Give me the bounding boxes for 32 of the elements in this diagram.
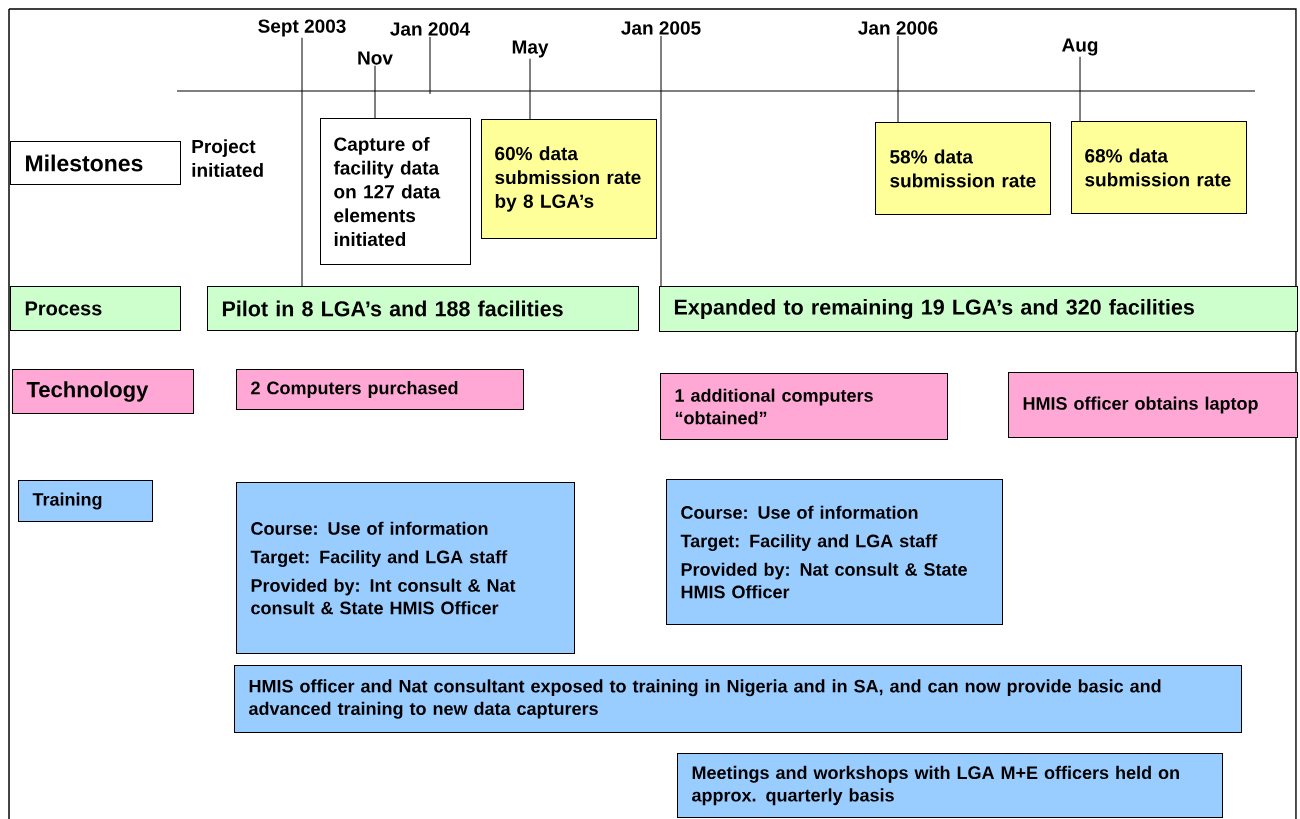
leader-line — [301, 37, 303, 287]
leader-line — [374, 65, 376, 119]
milestone-box: 60% data submission rate by 8 LGA’s — [481, 119, 657, 239]
row-heading-box: Milestones — [10, 141, 181, 185]
date-label: Sept 2003 — [258, 19, 346, 37]
training-box: HMIS officer and Nat consultant exposed to training in Nigeria and in SA, and can now provide basic and advanced training to new data capturers — [234, 665, 1242, 733]
milestone-box: 68% data submission rate — [1071, 121, 1247, 214]
training-box: Course: Use of information Target: Facility and LGA staff Provided by: Nat consult & State HMIS Officer — [666, 479, 1003, 625]
row-heading-box: Training — [18, 480, 153, 522]
leader-line — [660, 35, 662, 287]
note-text: Project initiated — [192, 139, 263, 177]
process-box: Pilot in 8 LGA’s and 188 facilities — [207, 286, 639, 331]
training-box: Meetings and workshops with LGA M+E officers held on approx. quarterly basis — [677, 753, 1223, 818]
training-box: Course: Use of information Target: Facility and LGA staff Provided by: Int consult & Nat consult & State HMIS Officer — [236, 482, 575, 654]
leader-line — [1079, 56, 1081, 122]
leader-line — [897, 35, 899, 123]
leader-line — [529, 58, 531, 120]
row-heading-box: Technology — [12, 369, 194, 414]
milestone-box: Capture of facility data on 127 data elements initiated — [320, 118, 471, 265]
date-label: Nov — [358, 51, 393, 65]
technology-box: 2 Computers purchased — [236, 369, 524, 410]
date-label: May — [512, 40, 549, 58]
technology-box: HMIS officer obtains laptop — [1008, 372, 1298, 438]
date-label: Jan 2004 — [390, 22, 470, 36]
date-label: Jan 2005 — [621, 21, 701, 35]
technology-box: 1 additional computers “obtained” — [660, 373, 948, 440]
process-box: Expanded to remaining 19 LGA’s and 320 facilities — [659, 286, 1298, 332]
milestone-box: 58% data submission rate — [875, 122, 1051, 215]
leader-line — [429, 36, 431, 95]
date-label: Aug — [1062, 38, 1098, 56]
date-label: Jan 2006 — [858, 21, 938, 35]
row-heading-box: Process — [10, 286, 181, 331]
